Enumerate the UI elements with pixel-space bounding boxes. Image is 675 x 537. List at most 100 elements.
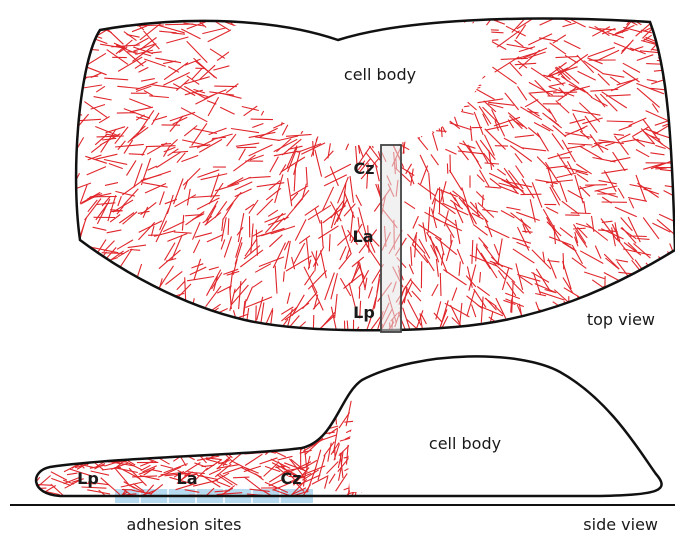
actin-filament: [137, 264, 141, 277]
actin-filament: [220, 107, 234, 114]
actin-filament: [312, 410, 326, 422]
actin-filament: [118, 57, 142, 71]
actin-filament: [51, 422, 71, 423]
actin-filament: [236, 143, 259, 146]
actin-filament: [259, 448, 273, 449]
actin-filament: [114, 13, 128, 18]
actin-filament: [130, 107, 153, 112]
actin-filament: [614, 134, 625, 135]
actin-filament: [436, 301, 441, 319]
actin-filament: [428, 207, 430, 233]
actin-filament: [563, 23, 576, 27]
actin-filament: [610, 77, 620, 84]
actin-filament: [455, 220, 460, 244]
actin-filament: [517, 242, 530, 247]
actin-filament: [318, 455, 325, 480]
actin-filament: [605, 143, 615, 146]
actin-filament: [421, 166, 428, 185]
actin-filament: [168, 313, 186, 322]
actin-filament: [248, 177, 270, 178]
actin-filament: [413, 216, 419, 228]
actin-filament: [631, 295, 639, 308]
actin-filament: [186, 16, 197, 20]
actin-filament: [588, 47, 615, 57]
actin-filament: [195, 233, 212, 238]
actin-filament: [173, 117, 188, 124]
actin-filament: [146, 454, 156, 457]
actin-filament: [458, 146, 469, 160]
actin-filament: [460, 303, 462, 326]
actin-filament: [148, 438, 160, 439]
actin-filament: [606, 95, 631, 96]
actin-filament: [125, 444, 142, 453]
actin-filament: [498, 239, 502, 264]
actin-filament: [633, 138, 645, 147]
actin-filament: [275, 266, 277, 294]
actin-filament: [99, 266, 110, 273]
actin-filament: [228, 424, 238, 428]
actin-filament: [151, 52, 162, 53]
actin-filament: [71, 304, 78, 316]
actin-filament: [131, 410, 146, 412]
actin-filament: [629, 199, 634, 209]
actin-filament: [531, 68, 551, 81]
actin-filament: [99, 409, 120, 417]
actin-filament: [273, 243, 285, 268]
actin-filament: [194, 259, 201, 280]
actin-filament: [222, 94, 241, 99]
actin-filament: [532, 182, 542, 207]
actin-filament: [199, 317, 214, 330]
actin-filament: [661, 311, 670, 319]
actin-filament: [167, 195, 173, 214]
actin-filament: [445, 303, 470, 317]
actin-filament: [564, 288, 580, 297]
actin-filament: [140, 461, 154, 466]
actin-filament: [227, 134, 236, 146]
actin-filament: [174, 411, 185, 415]
actin-filament: [577, 174, 588, 182]
actin-filament: [122, 306, 134, 313]
actin-filament: [631, 282, 645, 308]
actin-filament: [170, 300, 172, 313]
actin-filament: [184, 126, 197, 136]
actin-filament: [573, 228, 586, 229]
actin-filament: [106, 407, 127, 418]
actin-filament: [122, 443, 146, 445]
actin-filament: [43, 443, 58, 449]
actin-filament: [177, 281, 185, 290]
actin-filament: [154, 231, 176, 237]
actin-filament: [71, 279, 96, 280]
actin-filament: [476, 244, 477, 262]
actin-filament: [119, 213, 134, 224]
actin-filament: [222, 434, 238, 444]
top-view: cell body Cz La Lp top view: [64, 6, 675, 345]
actin-filament: [339, 253, 352, 269]
actin-filament: [459, 261, 460, 275]
actin-filament: [191, 196, 220, 198]
actin-filament: [234, 324, 247, 334]
actin-filament: [557, 173, 577, 178]
actin-filament: [152, 470, 162, 472]
actin-filament: [327, 462, 339, 474]
actin-filament: [486, 298, 497, 310]
actin-filament: [595, 94, 605, 107]
actin-filament: [571, 213, 591, 214]
actin-filament: [83, 465, 94, 468]
actin-filament: [159, 31, 176, 33]
actin-filament: [70, 451, 93, 456]
actin-filament: [115, 312, 138, 329]
actin-filament: [615, 301, 629, 310]
actin-filament: [246, 287, 252, 301]
actin-filament: [494, 244, 499, 255]
actin-filament: [35, 452, 47, 466]
actin-filament: [83, 445, 93, 452]
actin-filament: [214, 86, 237, 87]
actin-filament: [556, 101, 570, 114]
actin-filament: [268, 426, 291, 432]
actin-filament: [83, 430, 107, 431]
actin-filament: [117, 240, 133, 249]
actin-filament: [556, 315, 557, 342]
actin-filament: [128, 245, 146, 248]
actin-filament: [302, 414, 310, 420]
actin-filament: [93, 227, 107, 230]
